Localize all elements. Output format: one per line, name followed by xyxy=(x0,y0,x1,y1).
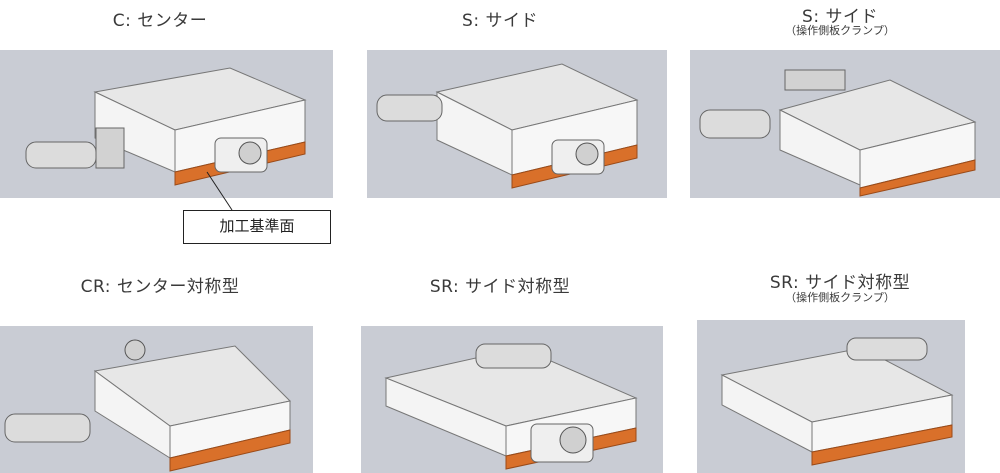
cell-subtitle-sr-clamp: （操作側板クランプ） xyxy=(785,291,895,304)
cell-title-cr: CR: センター対称型 xyxy=(80,277,240,297)
reference-surface-callout: 加工基準面 xyxy=(183,210,331,244)
cell-title-s: S: サイド xyxy=(462,11,538,31)
xy-stage-illustration xyxy=(376,63,639,189)
cell-title-c: C: センター xyxy=(112,11,208,31)
xy-stage-illustration xyxy=(720,337,954,466)
stage-image-sr xyxy=(361,326,663,473)
stage-image-sr-clamp xyxy=(697,320,965,473)
cell-subtitle-s-clamp: （操作側板クランプ） xyxy=(785,24,895,37)
stage-image-c xyxy=(0,50,333,198)
stage-image-s xyxy=(367,50,667,198)
xy-stage-illustration xyxy=(384,343,638,470)
xy-stage-illustration xyxy=(4,339,292,472)
xy-stage-illustration xyxy=(699,69,977,197)
xy-stage-illustration xyxy=(25,67,307,186)
stage-image-cr xyxy=(0,326,313,473)
cell-title-s-clamp: S: サイド xyxy=(802,7,878,27)
cell-title-sr-clamp: SR: サイド対称型 xyxy=(769,273,911,293)
cell-title-sr: SR: サイド対称型 xyxy=(429,277,571,297)
stage-image-s-clamp xyxy=(690,50,1000,198)
